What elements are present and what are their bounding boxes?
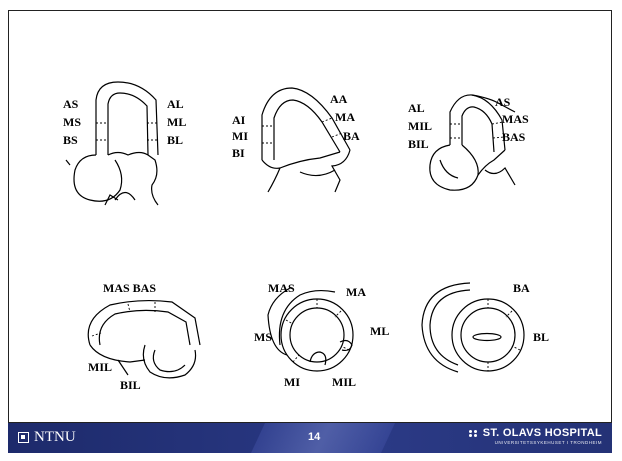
label-d2-2: BI — [232, 146, 245, 160]
page-number: 14 — [308, 431, 320, 443]
label-d5-1: MA — [346, 285, 366, 299]
diagram-6: BA BL — [422, 281, 549, 372]
slide-footer: NTNU 14 ST. OLAVS HOSPITAL UNIVERSITETSS… — [8, 423, 612, 453]
label-d1-2: BS — [63, 133, 78, 147]
label-d1-5: BL — [167, 133, 183, 147]
diagram-2: AI MI BI AA MA BA — [232, 88, 360, 192]
label-d4-1: MIL — [88, 360, 112, 374]
ntnu-logo-text: NTNU — [34, 429, 76, 446]
diagram-3: AL MIL BIL AS MAS BAS — [408, 95, 529, 190]
label-d5-0: MAS — [268, 281, 295, 295]
ntnu-logo: NTNU — [18, 429, 76, 446]
st-olavs-logo-subtext: UNIVERSITETSSYKEHUSET I TRONDHEIM — [469, 440, 602, 445]
label-d1-0: AS — [63, 97, 79, 111]
label-d2-3: AA — [330, 92, 348, 106]
label-d3-1: MIL — [408, 119, 432, 133]
label-d2-1: MI — [232, 129, 248, 143]
label-d4-0: MAS BAS — [103, 281, 156, 295]
footer-decoration — [251, 423, 395, 453]
label-d5-2: MS — [254, 330, 272, 344]
label-d1-4: ML — [167, 115, 186, 129]
label-d2-5: BA — [343, 129, 360, 143]
diagram-4: MAS BAS MIL BIL — [88, 281, 200, 392]
label-d4-2: BIL — [120, 378, 141, 392]
st-olavs-logo-text: ST. OLAVS HOSPITAL — [483, 427, 602, 439]
st-olavs-logo: ST. OLAVS HOSPITAL UNIVERSITETSSYKEHUSET… — [469, 427, 602, 445]
label-d2-0: AI — [232, 113, 246, 127]
diagram-5: MAS MA MS ML MI MIL — [254, 281, 389, 389]
label-d1-1: MS — [63, 115, 81, 129]
label-d1-3: AL — [167, 97, 184, 111]
label-d3-3: AS — [495, 95, 511, 109]
diagram-1: AS MS BS AL ML BL — [63, 82, 186, 205]
label-d5-3: ML — [370, 324, 389, 338]
label-d3-5: BAS — [502, 130, 526, 144]
label-d5-5: MIL — [332, 375, 356, 389]
label-d3-4: MAS — [502, 112, 529, 126]
st-olavs-logo-icon — [469, 430, 478, 437]
label-d6-1: BL — [533, 330, 549, 344]
label-d2-4: MA — [335, 110, 355, 124]
ntnu-logo-icon — [18, 432, 29, 443]
label-d3-2: BIL — [408, 137, 429, 151]
label-d5-4: MI — [284, 375, 300, 389]
label-d6-0: BA — [513, 281, 530, 295]
label-d3-0: AL — [408, 101, 425, 115]
